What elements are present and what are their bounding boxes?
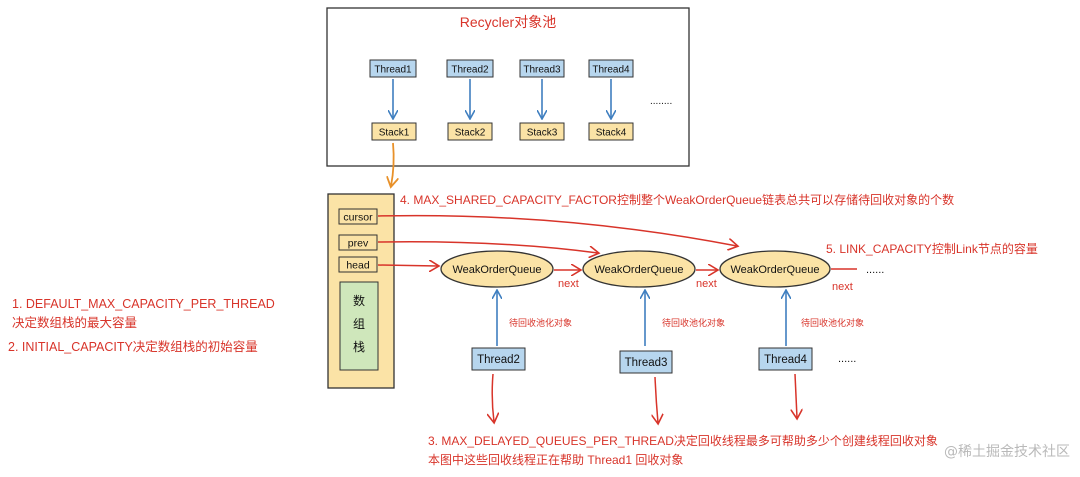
svg-text:数: 数: [353, 293, 365, 308]
note-1-line-1: 1. DEFAULT_MAX_CAPACITY_PER_THREAD: [12, 297, 275, 311]
pool-thread-1: Thread1: [369, 59, 417, 78]
head-pointer-arrow: [377, 265, 438, 266]
svg-text:Stack1: Stack1: [379, 128, 410, 139]
svg-text:Thread3: Thread3: [625, 357, 668, 369]
recycle-thread-2: Thread2: [471, 347, 526, 371]
pool-thread-2: Thread2: [446, 59, 494, 78]
prev-pointer-arrow: [377, 240, 598, 253]
pool-thread-4: Thread4: [588, 59, 634, 78]
recycle-thread-3: Thread3: [619, 350, 673, 374]
note-5: 5. LINK_CAPACITY控制Link节点的容量: [826, 241, 1038, 256]
svg-text:Thread2: Thread2: [451, 65, 489, 76]
pending-label-2: 待回收池化对象: [662, 317, 725, 328]
field-cursor: cursor: [338, 208, 378, 225]
note-4: 4. MAX_SHARED_CAPACITY_FACTOR控制整个WeakOrd…: [400, 192, 954, 207]
weak-order-queue-2: WeakOrderQueue: [582, 250, 696, 288]
svg-text:WeakOrderQueue: WeakOrderQueue: [452, 264, 541, 276]
svg-text:Stack4: Stack4: [596, 128, 627, 139]
note-2: 2. INITIAL_CAPACITY决定数组栈的初始容量: [8, 339, 258, 354]
field-head: head: [338, 256, 378, 273]
note-3-line-2: 本图中这些回收线程正在帮助 Thread1 回收对象: [428, 452, 683, 467]
next-label-3: next: [832, 281, 853, 293]
pending-label-1: 待回收池化对象: [509, 317, 572, 328]
recycler-pool-title: Recycler对象池: [460, 14, 556, 30]
svg-text:Thread4: Thread4: [592, 65, 630, 76]
svg-text:Stack2: Stack2: [455, 128, 486, 139]
next-label-2: next: [696, 278, 717, 290]
cursor-pointer-arrow: [377, 214, 737, 246]
svg-text:栈: 栈: [353, 339, 365, 354]
svg-text:head: head: [346, 260, 370, 272]
queue-trailing-ellipsis: ......: [866, 264, 884, 276]
weak-order-queue-3: WeakOrderQueue: [719, 250, 831, 288]
watermark: @稀土掘金技术社区: [944, 444, 1070, 460]
svg-text:cursor: cursor: [343, 212, 373, 224]
recycle-thread-4: Thread4: [758, 347, 813, 371]
field-prev: prev: [338, 234, 378, 251]
svg-text:WeakOrderQueue: WeakOrderQueue: [730, 264, 819, 276]
pool-stack-1: Stack1: [371, 122, 417, 141]
svg-text:Stack3: Stack3: [527, 128, 558, 139]
svg-text:组: 组: [353, 317, 365, 331]
array-stack: 数 组 栈: [339, 281, 379, 371]
note-1-line-2: 决定数组栈的最大容量: [12, 315, 137, 330]
svg-text:Thread3: Thread3: [523, 65, 561, 76]
pool-stack-4: Stack4: [588, 122, 634, 141]
thread2-down-arrow: [492, 373, 494, 422]
pool-stack-2: Stack2: [447, 122, 493, 141]
recycler-pool-box: [326, 7, 690, 167]
thread4-down-arrow: [795, 373, 797, 418]
thread3-down-arrow: [655, 376, 658, 423]
pending-label-3: 待回收池化对象: [801, 317, 864, 328]
svg-text:Thread2: Thread2: [477, 354, 520, 366]
pool-thread-3: Thread3: [519, 59, 565, 78]
svg-text:prev: prev: [348, 238, 369, 250]
pool-stack-3: Stack3: [519, 122, 565, 141]
note-3-line-1: 3. MAX_DELAYED_QUEUES_PER_THREAD决定回收线程最多…: [428, 433, 938, 448]
svg-text:Thread1: Thread1: [374, 65, 412, 76]
svg-text:WeakOrderQueue: WeakOrderQueue: [594, 264, 683, 276]
pool-ellipsis: ........: [650, 96, 672, 107]
stack1-to-struct-arrow: [391, 142, 394, 186]
svg-text:Thread4: Thread4: [764, 354, 807, 366]
recycle-threads-ellipsis: ......: [838, 353, 856, 365]
next-label-1: next: [558, 278, 579, 290]
weak-order-queue-1: WeakOrderQueue: [440, 250, 554, 288]
